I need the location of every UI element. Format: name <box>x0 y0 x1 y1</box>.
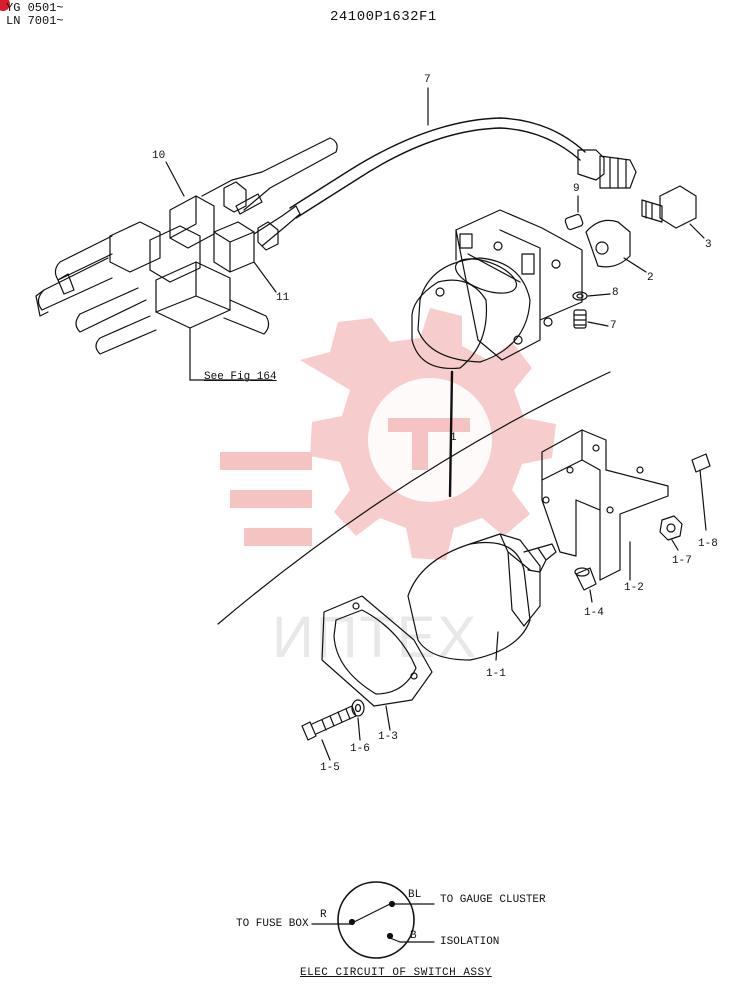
switch-assembly-upper <box>411 209 583 370</box>
callout-3: 3 <box>705 239 712 251</box>
callout-1-4: 1-4 <box>584 607 604 619</box>
serial-range-1: YG 0501~ <box>6 1 64 15</box>
part-8 <box>572 291 611 301</box>
circuit-pin-bl: BL <box>408 889 422 901</box>
part-2 <box>585 219 647 273</box>
hydraulic-fittings-group <box>35 137 338 381</box>
part-9 <box>564 195 584 231</box>
circuit-schematic <box>311 881 435 959</box>
circuit-left-label: TO FUSE BOX <box>236 918 309 930</box>
gasket-1-3 <box>321 595 433 731</box>
callout-2: 2 <box>647 272 654 284</box>
part-1-7 <box>659 515 683 551</box>
callout-7: 7 <box>610 320 617 332</box>
part-7 <box>573 309 609 329</box>
callout-1-1: 1-1 <box>486 668 506 680</box>
callout-1: 1 <box>450 432 457 444</box>
part-1-4 <box>574 567 597 603</box>
bracket-1-2 <box>541 429 669 581</box>
callout-1-8: 1-8 <box>698 538 718 550</box>
circuit-pin-b: B <box>410 930 417 942</box>
callout-1-2: 1-2 <box>624 582 644 594</box>
callout-11: 11 <box>276 292 290 304</box>
callout-4: 7 <box>424 74 431 86</box>
watermark-text: ИПТЕХ <box>272 605 479 670</box>
circuit-right-bottom-label: ISOLATION <box>440 936 500 948</box>
see-fig-note: See Fig 164 <box>204 371 277 383</box>
circuit-caption: ELEC CIRCUIT OF SWITCH ASSY <box>300 967 492 979</box>
callout-9: 9 <box>573 183 580 195</box>
cable-4 <box>289 87 586 219</box>
callout-8: 8 <box>612 287 619 299</box>
section-curve <box>217 371 611 625</box>
drawing-code: 24100P1632F1 <box>330 9 437 25</box>
callout-1-3: 1-3 <box>378 731 398 743</box>
switch-body-1-1 <box>407 533 557 661</box>
part-1-5 <box>301 705 357 761</box>
callout-1-6: 1-6 <box>350 743 370 755</box>
leader-1 <box>448 370 454 498</box>
part-1-8 <box>691 453 711 531</box>
serial-range-2: LN 7001~ <box>6 14 64 28</box>
circuit-pin-r: R <box>320 909 327 921</box>
part-3 <box>641 185 705 239</box>
callout-1-7: 1-7 <box>672 555 692 567</box>
callout-1-5: 1-5 <box>320 762 340 774</box>
part-1-6 <box>351 699 365 741</box>
callout-10: 10 <box>152 150 166 162</box>
circuit-right-top-label: TO GAUGE CLUSTER <box>440 894 546 906</box>
cable-connector-right <box>577 149 637 189</box>
